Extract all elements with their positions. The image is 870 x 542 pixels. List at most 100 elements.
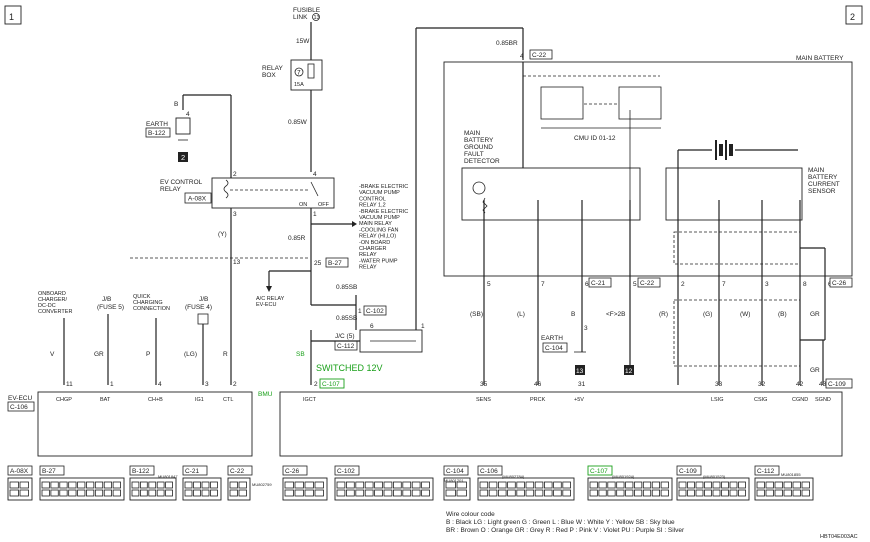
- wire-label-085w: 0.85W: [288, 119, 308, 126]
- quick-charging-label: QUICK CHARGING CONNECTION: [133, 294, 170, 312]
- wire-label-v: V: [50, 351, 55, 358]
- connector-cell: [59, 489, 68, 497]
- wire-label-085br: 0.85BR: [496, 40, 518, 47]
- fuse-symbol: [307, 63, 315, 79]
- legend-label: C-109: [679, 468, 697, 475]
- connector-cell: [534, 481, 544, 489]
- connector-cell: [94, 481, 104, 489]
- ev-pin-num: 11: [66, 381, 73, 388]
- wire-label-r: R: [223, 351, 228, 358]
- bmu-box: [279, 391, 843, 457]
- conn-tag-c102: [363, 305, 387, 316]
- wire-label-085sb-b: 0.85SB: [336, 315, 357, 322]
- connector-cell: [651, 481, 661, 489]
- battery-pin-num: 7: [722, 281, 726, 288]
- pin-4-earth: 4: [186, 111, 190, 118]
- relay-contact: [310, 181, 319, 197]
- connector-cell: [304, 481, 314, 489]
- legend-tag: [477, 465, 503, 476]
- wire-label-sb2: (SB): [470, 311, 483, 318]
- legend-code: MU801855: [781, 472, 801, 477]
- connector-cell: [103, 481, 113, 489]
- ev-ecu-label: EV-ECU: [8, 395, 33, 402]
- cmu-block-left: [540, 86, 584, 120]
- page-id-box-1: [4, 5, 22, 25]
- connector-cell: [402, 481, 412, 489]
- fuse-7-circle: [294, 67, 304, 77]
- legend-label: C-106: [480, 468, 498, 475]
- wire-label-lg: (LG): [184, 351, 197, 358]
- ev-pin-name: BAT: [100, 397, 111, 403]
- current-sensor-label: MAIN BATTERY CURRENT SENSOR: [808, 167, 841, 195]
- conn-tag-a08x: [184, 192, 212, 204]
- connector-cell: [19, 481, 29, 489]
- legend-label: C-102: [337, 468, 355, 475]
- wire-label-f2b: <F>2B: [606, 311, 626, 318]
- fusible-link-label-2: LINK: [293, 14, 308, 21]
- ev-pin-name: CHGP: [56, 397, 72, 403]
- legend-label: C-22: [230, 468, 244, 475]
- legend-label: B-27: [42, 468, 56, 475]
- connector-cell: [738, 489, 746, 497]
- ev-pin-num: 4: [158, 381, 162, 388]
- connector-cell: [421, 489, 430, 497]
- legend-code: MU802759: [252, 482, 272, 487]
- connector-cell: [210, 481, 218, 489]
- connector-cell: [479, 489, 489, 497]
- connector-cell: [704, 481, 712, 489]
- connector-cell: [402, 489, 412, 497]
- connector-cell: [479, 481, 489, 489]
- connector-cell: [86, 489, 95, 497]
- ac-relay-1: A/C RELAY: [256, 296, 285, 302]
- connector-cell: [103, 489, 113, 497]
- jb-fuse5-label-1: J/B: [102, 296, 111, 303]
- wire-label-gr3: GR: [810, 367, 820, 374]
- bmu-pin-name: IGCT: [303, 397, 317, 403]
- pin-3-relay: 3: [233, 211, 237, 218]
- connector-cell: [392, 481, 402, 489]
- connector-face: [477, 477, 575, 501]
- connector-cell: [314, 489, 324, 497]
- connector-cell: [336, 481, 346, 489]
- connector-cell: [238, 489, 247, 497]
- connector-cell: [238, 481, 247, 489]
- conn-c107: C-107: [322, 381, 340, 388]
- bmu-label: BMU: [258, 391, 273, 398]
- battery-wires: [483, 110, 826, 385]
- connector-face: [129, 477, 177, 501]
- battery-pin-num: 5: [487, 281, 491, 288]
- connector-cell: [562, 481, 571, 489]
- connector-cell: [411, 489, 421, 497]
- battery-pin-num: 7: [541, 281, 545, 288]
- connector-cell: [625, 481, 634, 489]
- connector-cell: [634, 489, 643, 497]
- jb-fuse4-label-2: (FUSE 4): [185, 304, 212, 311]
- arrow-ac: [266, 286, 272, 292]
- bmu-pin-name: PRCK: [530, 397, 546, 403]
- connector-cell: [184, 489, 193, 497]
- connector-cell: [392, 489, 402, 497]
- connector-cell: [345, 489, 355, 497]
- connector-cell: [336, 489, 346, 497]
- wire-label-b2: B: [571, 311, 575, 318]
- ev-control-relay-label-1: EV CONTROL: [160, 179, 203, 186]
- connector-cell: [229, 489, 238, 497]
- cmu-label: CMU ID 01-12: [574, 135, 616, 142]
- legend-tag: [282, 465, 308, 476]
- connector-cell: [488, 481, 498, 489]
- connector-cell: [729, 489, 738, 497]
- connector-cell: [553, 489, 562, 497]
- connector-cell: [201, 481, 210, 489]
- wire-label-b: B: [174, 101, 178, 108]
- connector-cell: [678, 481, 687, 489]
- connector-cell: [607, 481, 616, 489]
- page-id-1: 1: [9, 12, 14, 22]
- doc-code: HBT04E003AC: [820, 534, 858, 540]
- conn-c22b: C-22: [640, 280, 654, 287]
- gfd-transistor: [472, 181, 486, 195]
- connector-cell: [553, 481, 562, 489]
- pin-13: 13: [233, 259, 241, 266]
- connector-cell: [294, 481, 304, 489]
- pin-1-relay: 1: [313, 211, 317, 218]
- conn-tag-c22b: [637, 277, 661, 288]
